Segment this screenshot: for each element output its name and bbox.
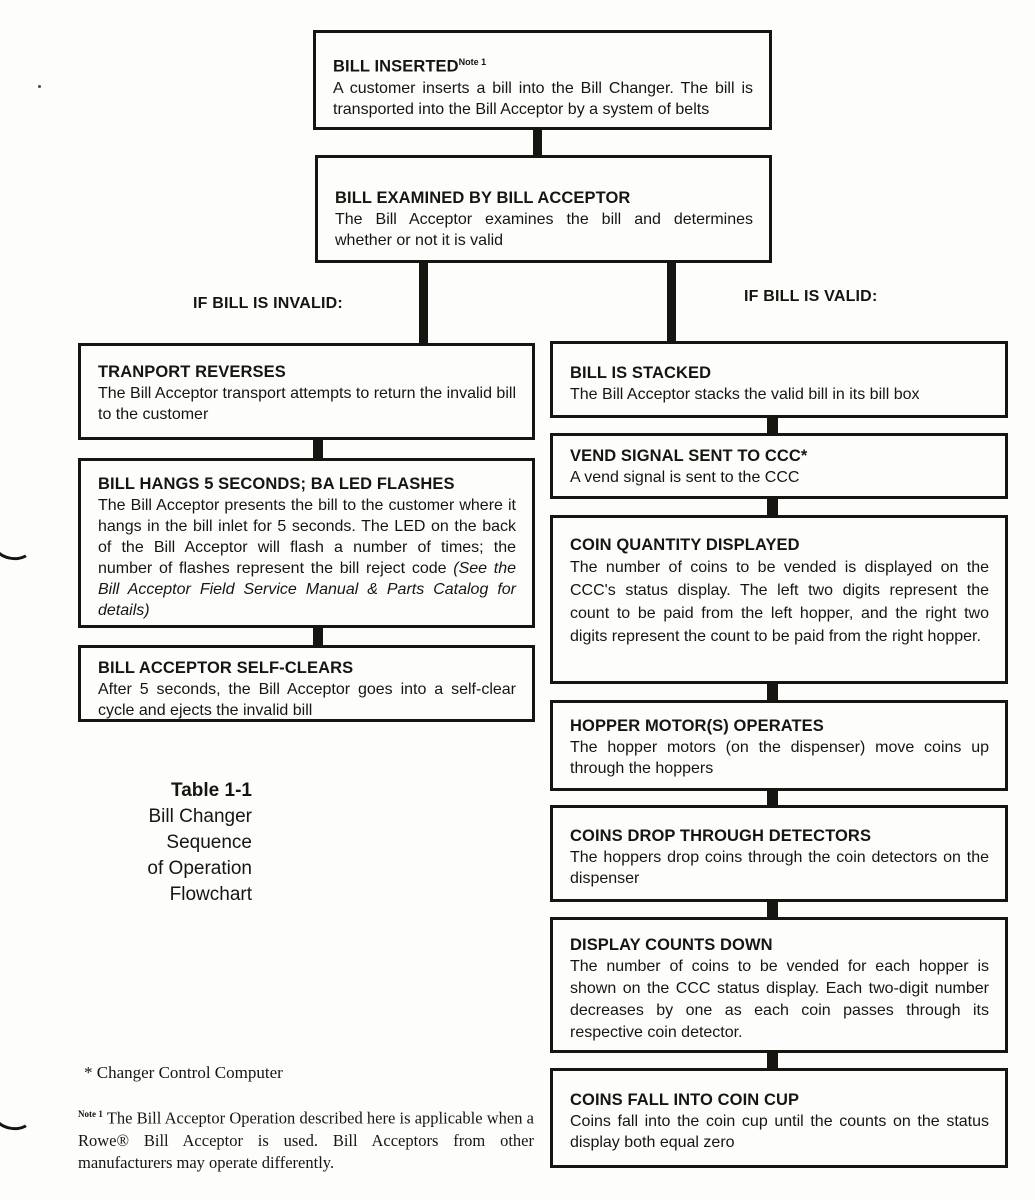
connector-invalid-2 xyxy=(313,626,323,647)
box-body-italic: (See the Bill Acceptor Field Service Man… xyxy=(98,560,517,619)
box-title: HOPPER MOTOR(S) OPERATES xyxy=(570,717,824,735)
connector-invalid-1 xyxy=(313,438,323,460)
caption-line: of Operation xyxy=(147,858,252,879)
box-body: The hoppers drop coins through the coin … xyxy=(570,849,989,887)
box-title: DISPLAY COUNTS DOWN xyxy=(570,936,773,954)
flow-box-bill-examined: BILL EXAMINED BY BILL ACCEPTOR The Bill … xyxy=(315,155,772,263)
caption-line: Sequence xyxy=(166,832,252,853)
flow-box-coins-drop: COINS DROP THROUGH DETECTORS The hoppers… xyxy=(550,805,1008,902)
connector-valid-3 xyxy=(767,682,778,702)
box-body: Coins fall into the coin cup until the c… xyxy=(570,1113,989,1151)
table-caption: Table 1-1 Bill Changer Sequence of Opera… xyxy=(40,778,252,908)
flow-box-self-clears: BILL ACCEPTOR SELF-CLEARS After 5 second… xyxy=(78,645,535,722)
flow-box-transport-reverses: TRANPORT REVERSES The Bill Acceptor tran… xyxy=(78,343,535,440)
box-title: BILL IS STACKED xyxy=(570,364,712,382)
box-body: The Bill Acceptor transport attempts to … xyxy=(98,385,516,423)
box-body: The number of coins to be vended is disp… xyxy=(570,559,989,645)
box-title: BILL HANGS 5 SECONDS; BA LED FLASHES xyxy=(98,475,455,493)
box-body: The number of coins to be vended for eac… xyxy=(570,958,989,1041)
footnote-note1: Note 1 The Bill Acceptor Operation descr… xyxy=(78,1103,534,1174)
flow-box-bill-hangs: BILL HANGS 5 SECONDS; BA LED FLASHES The… xyxy=(78,458,535,628)
flow-box-coin-quantity: COIN QUANTITY DISPLAYED The number of co… xyxy=(550,515,1008,684)
box-title: COINS DROP THROUGH DETECTORS xyxy=(570,827,872,845)
footnote-note1-text: The Bill Acceptor Operation described he… xyxy=(78,1108,534,1172)
connector-valid-6 xyxy=(767,1051,778,1070)
box-body: The hopper motors (on the dispenser) mov… xyxy=(570,739,989,777)
box-title: VEND SIGNAL SENT TO CCC* xyxy=(570,447,808,465)
note-superscript: Note 1 xyxy=(458,57,487,67)
caption-line: Flowchart xyxy=(169,884,252,905)
connector-inserted-to-examined xyxy=(533,128,542,157)
box-body: A vend signal is sent to the CCC xyxy=(570,469,800,486)
scan-speck xyxy=(38,85,41,88)
box-title: BILL INSERTEDNote 1 xyxy=(333,52,753,78)
footnote-ccc: * Changer Control Computer xyxy=(84,1063,283,1082)
box-title: BILL EXAMINED BY BILL ACCEPTOR xyxy=(335,189,631,207)
box-title: TRANPORT REVERSES xyxy=(98,363,286,381)
flow-box-vend-signal: VEND SIGNAL SENT TO CCC* A vend signal i… xyxy=(550,433,1008,499)
branch-label-invalid: IF BILL IS INVALID: xyxy=(193,295,343,312)
flow-box-bill-stacked: BILL IS STACKED The Bill Acceptor stacks… xyxy=(550,341,1008,418)
caption-line: Table 1-1 xyxy=(171,780,252,801)
connector-valid-5 xyxy=(767,900,778,919)
flow-box-coins-fall: COINS FALL INTO COIN CUP Coins fall into… xyxy=(550,1068,1008,1168)
flow-box-display-counts: DISPLAY COUNTS DOWN The number of coins … xyxy=(550,917,1008,1053)
scan-artifact-arc-upper xyxy=(0,524,37,564)
box-body: A customer inserts a bill into the Bill … xyxy=(333,79,753,118)
box-title: COIN QUANTITY DISPLAYED xyxy=(570,536,800,554)
box-title-text: BILL INSERTED xyxy=(333,57,459,76)
connector-valid-2 xyxy=(767,497,778,517)
box-body-text: The Bill Acceptor presents the bill to t… xyxy=(98,497,516,577)
box-body: The Bill Acceptor presents the bill to t… xyxy=(98,495,516,621)
box-body: The Bill Acceptor examines the bill and … xyxy=(335,211,753,249)
box-body: After 5 seconds, the Bill Acceptor goes … xyxy=(98,681,516,719)
box-body: The Bill Acceptor stacks the valid bill … xyxy=(570,386,920,403)
caption-line: Bill Changer xyxy=(148,806,253,827)
scan-artifact-arc-lower xyxy=(0,1094,37,1134)
connector-valid-4 xyxy=(767,789,778,807)
box-title: COINS FALL INTO COIN CUP xyxy=(570,1091,800,1109)
connector-branch-valid xyxy=(667,261,676,343)
box-title: BILL ACCEPTOR SELF-CLEARS xyxy=(98,659,354,677)
flow-box-bill-inserted: BILL INSERTEDNote 1 A customer inserts a… xyxy=(313,30,772,130)
footnote-note1-marker: Note 1 xyxy=(78,1109,103,1119)
branch-label-valid: IF BILL IS VALID: xyxy=(744,288,878,305)
connector-branch-invalid xyxy=(419,261,428,345)
flow-box-hopper-motors: HOPPER MOTOR(S) OPERATES The hopper moto… xyxy=(550,700,1008,791)
connector-valid-1 xyxy=(767,416,778,435)
